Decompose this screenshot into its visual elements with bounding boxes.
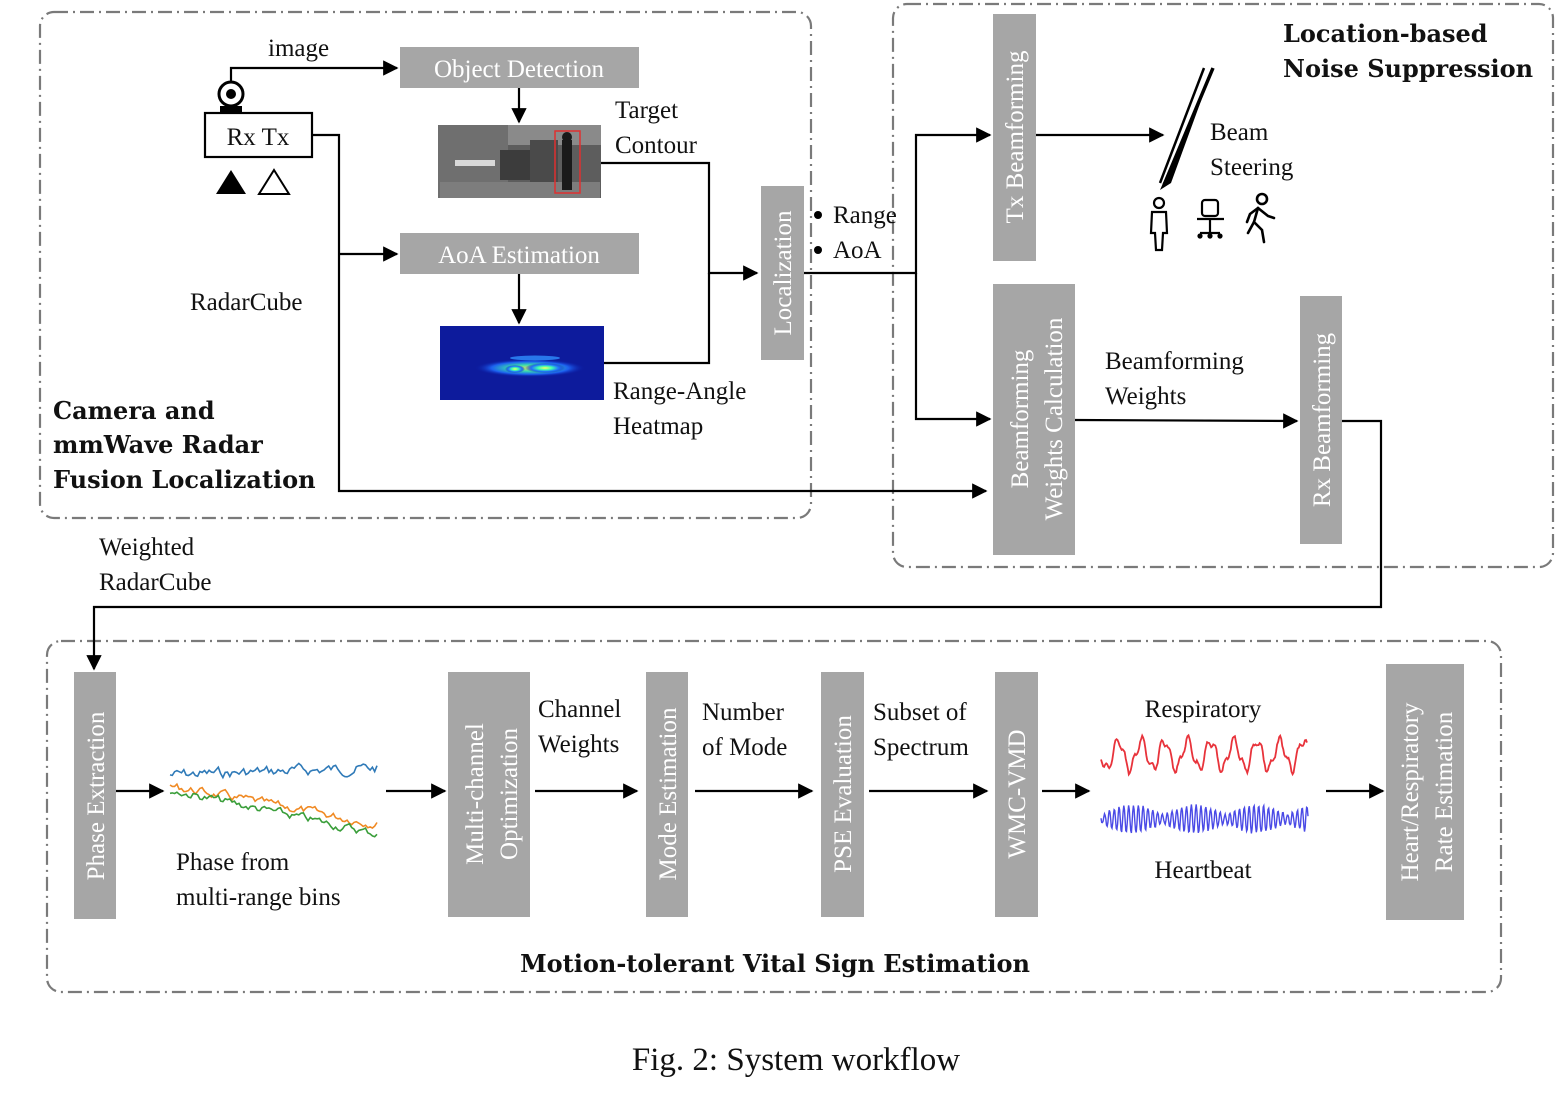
- phase-series-2-line: [169, 782, 378, 829]
- bw-calc-label-line-2: Weights Calculation: [1041, 317, 1068, 520]
- multi-range-phase-plot: [169, 762, 378, 838]
- rate-estimation-label-line-1: Heart/Respiratory: [1397, 702, 1424, 882]
- fusion-localization-region: [38, 10, 813, 520]
- radarcube-main-wire: [312, 133, 988, 499]
- tx-antenna-icon: [257, 168, 291, 195]
- multichannel-label-line-2: Optimization: [496, 728, 523, 860]
- wmc-vmd-block: [995, 672, 1038, 917]
- beamforming-weights-label-line-1: Beamforming: [1105, 348, 1244, 375]
- walking-person-icon: [1245, 192, 1276, 244]
- phase-series-1-line: [169, 762, 378, 780]
- phase-series-3-line: [169, 791, 378, 838]
- fusion-region-title-line-2: mmWave Radar: [53, 430, 263, 459]
- weighted-radarcube-label-line-2: RadarCube: [99, 569, 211, 596]
- heartbeat-waveform-line: [1100, 803, 1309, 834]
- rx-beamforming-block: [1300, 296, 1342, 544]
- phase-from-label-line-1: Phase from: [176, 849, 290, 876]
- rate-estimation-block: [1386, 664, 1464, 920]
- phase-from-label-line-2: multi-range bins: [176, 884, 341, 911]
- loc-to-bwcalc-wire: [914, 273, 992, 427]
- fusion-region-title-line-1: Camera and: [53, 396, 215, 425]
- beam-steering-label-line-2: Steering: [1210, 154, 1294, 181]
- localization-block: [761, 186, 804, 360]
- subset-of-spectrum-label-line-2: Spectrum: [873, 734, 969, 761]
- tx-beamforming-block: [993, 14, 1036, 261]
- vital-region-title: Motion-tolerant Vital Sign Estimation: [520, 949, 1030, 978]
- beamforming-weights-label-line-2: Weights: [1105, 383, 1186, 410]
- tx-beamforming-label: Tx Beamforming: [1002, 50, 1029, 223]
- object-detection-label: Object Detection: [434, 56, 605, 83]
- multichannel-label-line-1: Multi-channel: [462, 723, 489, 865]
- number-of-mode-label-line-1: Number: [702, 699, 785, 726]
- noise-region-title-line-2: Noise Suppression: [1283, 54, 1533, 83]
- pse-evaluation-label: PSE Evaluation: [830, 715, 857, 873]
- loc-to-tx-wire: [804, 127, 992, 275]
- detection-snapshot-image: [438, 125, 601, 198]
- vital-sign-region: [45, 639, 1503, 994]
- image-arrow: [229, 60, 399, 82]
- fusion-region-title-line-3: Fusion Localization: [53, 465, 316, 494]
- noise-region-title-line-1: Location-based: [1283, 19, 1488, 48]
- wmc-vmd-label: WMC-VMD: [1004, 729, 1031, 858]
- figure-caption: Fig. 2: System workflow: [632, 1042, 960, 1078]
- range-bullet-icon: [814, 211, 822, 219]
- radarcube-label: RadarCube: [190, 289, 302, 316]
- phase-extraction-block: [74, 672, 116, 919]
- phase-extraction-label: Phase Extraction: [83, 711, 110, 880]
- beamforming-weights-calculation-block: [993, 284, 1075, 555]
- respiratory-label: Respiratory: [1145, 696, 1262, 723]
- range-angle-heatmap-image: [440, 326, 604, 400]
- rx-beamforming-label: Rx Beamforming: [1309, 332, 1336, 507]
- aoa-label: AoA: [833, 237, 882, 264]
- bw-calc-label-line-1: Beamforming: [1007, 349, 1034, 488]
- multichannel-optimization-block: [448, 672, 530, 917]
- contour-to-localization-wire: [601, 161, 759, 281]
- localization-label: Localization: [770, 210, 797, 335]
- noise-suppression-region: [891, 2, 1555, 569]
- weighted-radarcube-label-line-1: Weighted: [99, 534, 195, 561]
- beam-steering-label-line-1: Beam: [1210, 119, 1269, 146]
- mode-estimation-label: Mode Estimation: [655, 707, 682, 880]
- rx-tx-box: [203, 111, 314, 159]
- object-detection-block: [400, 47, 639, 88]
- channel-weights-label-line-1: Channel: [538, 696, 621, 723]
- subset-of-spectrum-label-line-1: Subset of: [873, 699, 967, 726]
- office-chair-icon: [1197, 198, 1224, 239]
- rx-tx-label: Rx Tx: [227, 124, 290, 151]
- rate-estimation-label-line-2: Rate Estimation: [1431, 711, 1458, 872]
- aoa-estimation-label: AoA Estimation: [438, 242, 600, 269]
- bwcalc-to-rx-arrow: [1074, 413, 1299, 429]
- aoa-bullet-icon: [814, 246, 822, 254]
- range-label: Range: [833, 202, 897, 229]
- mode-estimation-block: [646, 672, 688, 917]
- heatmap-label-line-2: Heatmap: [613, 413, 703, 440]
- heartbeat-label: Heartbeat: [1154, 857, 1251, 884]
- target-contour-label-line-1: Target: [615, 97, 678, 124]
- rx-antenna-icon: [216, 170, 246, 194]
- channel-weights-label-line-2: Weights: [538, 731, 619, 758]
- pse-evaluation-block: [821, 672, 864, 917]
- beam-steering-icon: [1158, 67, 1215, 190]
- heatmap-to-localization-wire: [604, 273, 711, 365]
- target-contour-label-line-2: Contour: [615, 132, 698, 159]
- weighted-radarcube-wire: [86, 419, 1383, 671]
- image-label: image: [268, 35, 329, 62]
- aoa-estimation-block: [400, 233, 639, 274]
- respiratory-waveform-line: [1100, 733, 1308, 777]
- number-of-mode-label-line-2: of Mode: [702, 734, 787, 761]
- heatmap-label-line-1: Range-Angle: [613, 378, 746, 405]
- camera-icon: [217, 80, 245, 113]
- standing-person-icon: [1149, 196, 1169, 252]
